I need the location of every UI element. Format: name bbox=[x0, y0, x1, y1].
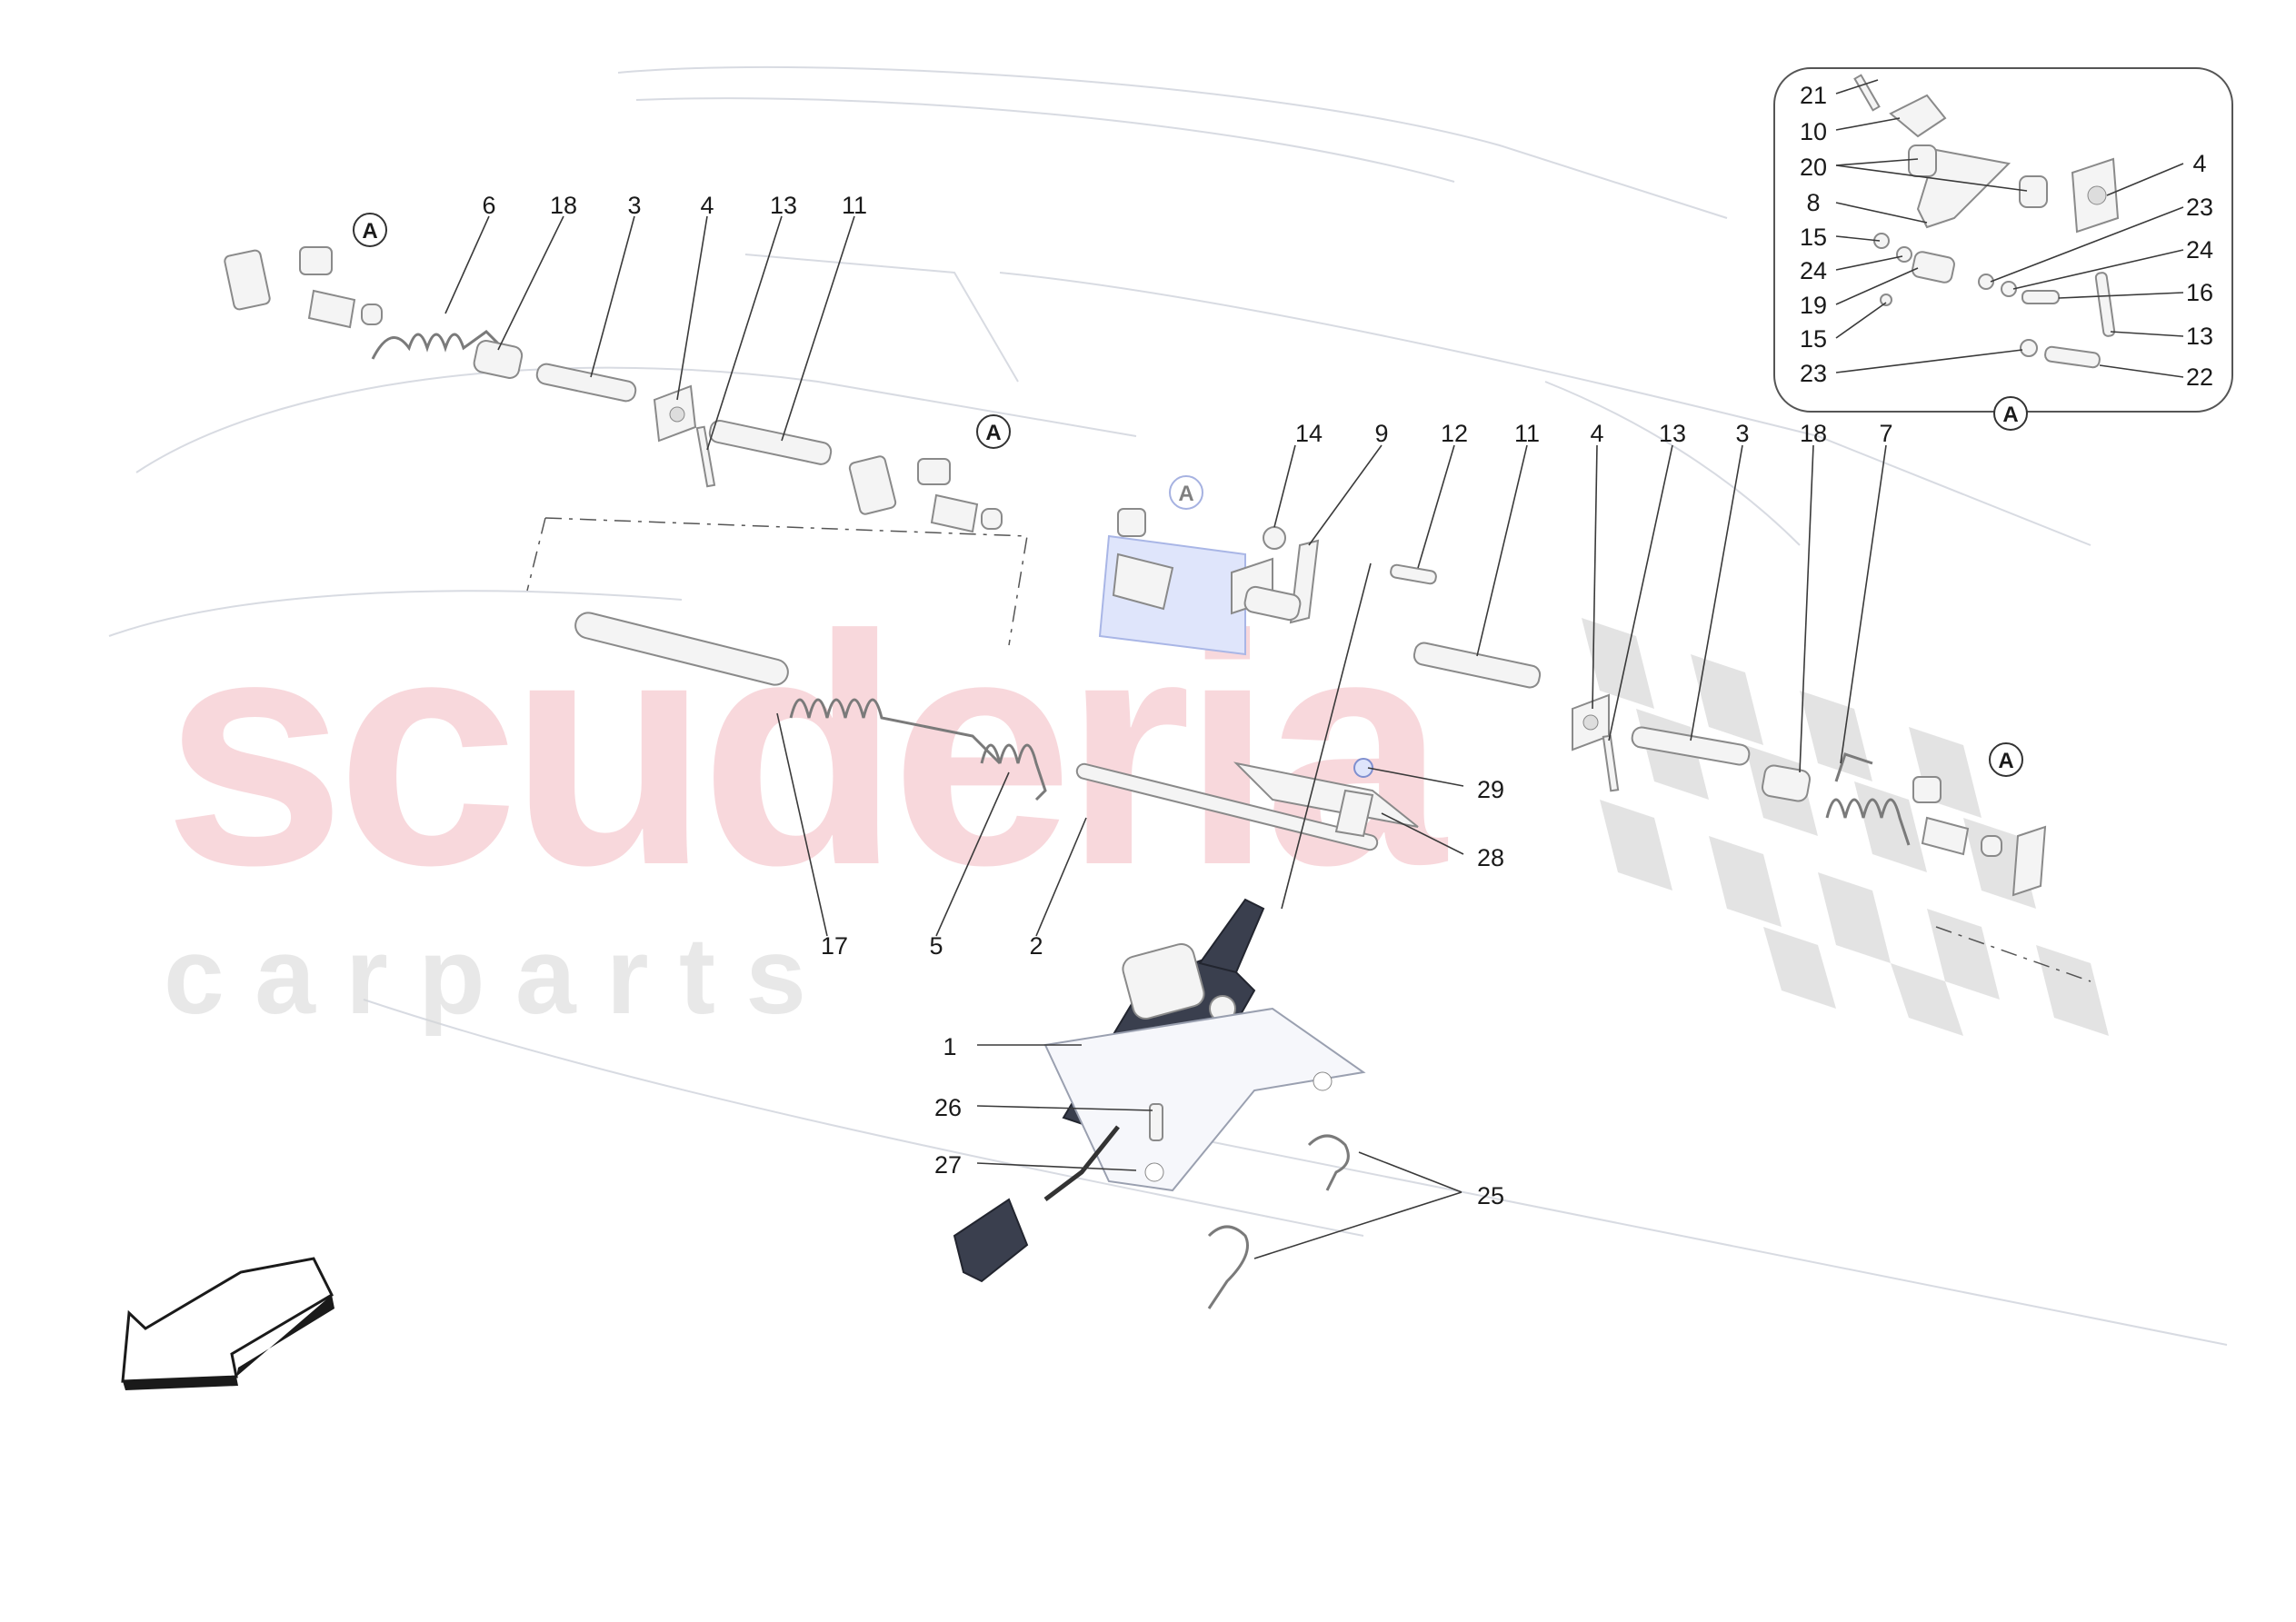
callout-7: 7 bbox=[1879, 420, 1892, 447]
parts-center-group bbox=[953, 508, 1437, 1309]
parts-right-group bbox=[1413, 642, 2091, 982]
callout-27: 27 bbox=[934, 1151, 962, 1179]
detail-marker-a-1: A bbox=[353, 213, 387, 247]
detail-marker-a-2: A bbox=[976, 414, 1011, 449]
svg-text:A: A bbox=[2002, 403, 2018, 427]
callout-13-right: 13 bbox=[1659, 420, 1686, 447]
callout-24: 24 bbox=[1800, 257, 1827, 284]
background-ghost-outline bbox=[108, 65, 2228, 1346]
leader-lines bbox=[444, 79, 2184, 1259]
callout-22: 22 bbox=[2186, 363, 2213, 391]
detail-marker-a-4: A bbox=[1989, 742, 2023, 777]
callout-17: 17 bbox=[821, 932, 848, 960]
callout-14: 14 bbox=[1295, 420, 1323, 447]
callout-15: 15 bbox=[1800, 224, 1827, 251]
callout-6: 6 bbox=[482, 192, 495, 219]
callout-16: 16 bbox=[2186, 279, 2213, 306]
callout-9: 9 bbox=[1374, 420, 1388, 447]
callout-13: 13 bbox=[770, 192, 797, 219]
detail-a-inset-frame bbox=[1773, 67, 2233, 413]
callout-21: 21 bbox=[1800, 82, 1827, 109]
direction-arrow-icon bbox=[121, 1257, 334, 1390]
callout-20: 20 bbox=[1800, 154, 1827, 181]
callout-10: 10 bbox=[1800, 118, 1827, 145]
callout-19: 19 bbox=[1800, 292, 1827, 319]
spring-6-shape bbox=[371, 330, 502, 360]
callout-8: 8 bbox=[1806, 189, 1820, 216]
callout-4-right: 4 bbox=[1590, 420, 1603, 447]
detail-marker-a-3: A bbox=[1169, 475, 1203, 510]
svg-text:A: A bbox=[1178, 482, 1193, 506]
callout-24-b: 24 bbox=[2186, 236, 2213, 264]
callout-13-inset: 13 bbox=[2186, 323, 2213, 350]
callout-2: 2 bbox=[1029, 932, 1043, 960]
callout-3: 3 bbox=[627, 192, 641, 219]
detail-marker-a-inset: A bbox=[1993, 396, 2028, 431]
svg-text:A: A bbox=[1998, 749, 2013, 773]
callout-29: 29 bbox=[1477, 776, 1504, 803]
callout-5: 5 bbox=[929, 932, 943, 960]
svg-text:A: A bbox=[985, 421, 1001, 445]
callout-4-inset: 4 bbox=[2192, 150, 2206, 177]
callout-11: 11 bbox=[842, 192, 867, 219]
callout-28: 28 bbox=[1477, 844, 1504, 871]
callout-1: 1 bbox=[943, 1033, 956, 1060]
callout-labels: 6 18 3 4 13 11 14 9 12 11 4 13 3 18 7 29… bbox=[482, 82, 2213, 1209]
callout-23: 23 bbox=[1800, 360, 1827, 387]
callout-11-right: 11 bbox=[1514, 420, 1540, 447]
callout-25: 25 bbox=[1477, 1182, 1504, 1209]
callout-18: 18 bbox=[550, 192, 577, 219]
watermark-brand: scuderia bbox=[164, 568, 1448, 933]
watermark-tagline: c a r p a r t s bbox=[164, 915, 806, 1037]
callout-12: 12 bbox=[1441, 420, 1468, 447]
callout-26: 26 bbox=[934, 1094, 962, 1121]
callout-15-b: 15 bbox=[1800, 325, 1827, 353]
callout-3-right: 3 bbox=[1735, 420, 1749, 447]
svg-text:A: A bbox=[362, 219, 377, 244]
callout-4: 4 bbox=[700, 192, 714, 219]
checkered-flag-watermark bbox=[1582, 618, 2109, 1036]
callout-18-right: 18 bbox=[1800, 420, 1827, 447]
callout-23-b: 23 bbox=[2186, 194, 2213, 221]
